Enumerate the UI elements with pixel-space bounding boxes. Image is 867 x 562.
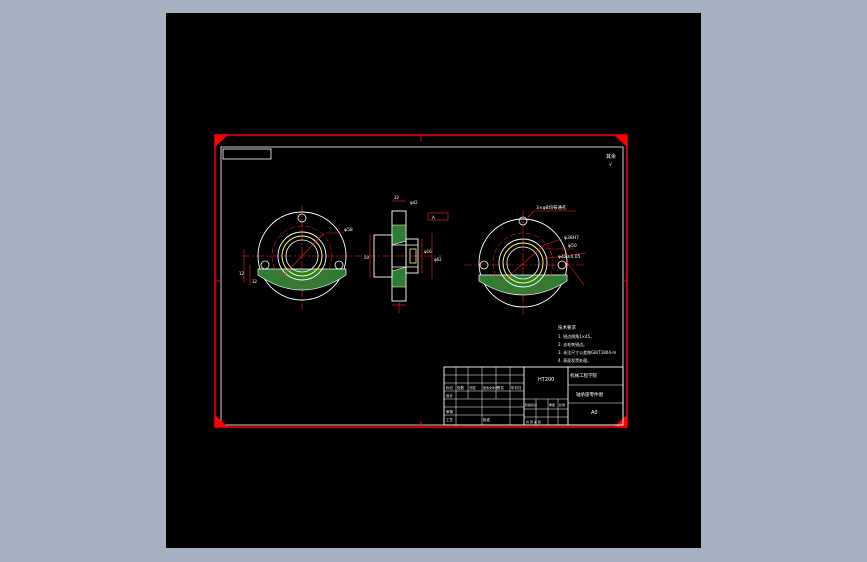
tech-note-4: 4. 表面发黑处理。	[558, 357, 591, 363]
title-col-label-2: 更改文件号	[483, 385, 498, 390]
title-approve: 批准	[483, 417, 491, 422]
title-block: HT200 机械工程学院 轴承座零件图 A0 标记 设计 审核 工艺 处数 分区…	[443, 366, 624, 426]
tech-note-3: 3. 未注尺寸公差按GB/T1804-m	[558, 349, 616, 355]
section-dim-d: 50	[364, 255, 370, 260]
tech-note-1: 1. 锐边倒角1×45。	[558, 333, 594, 339]
datum-frame	[427, 212, 449, 221]
corner-mark-tl	[215, 135, 228, 147]
title-drawing-no: A0	[591, 410, 598, 416]
view-right: 3×φ8均布通孔 φ38H7 φ50 φ42±0.05	[464, 204, 587, 315]
bore-inner-circle	[506, 246, 540, 280]
drawing-canvas[interactable]: 其余 √ φ58 12 32	[166, 13, 701, 548]
bolt-hole-left	[479, 260, 489, 270]
section-hatch-upper	[391, 224, 407, 246]
title-col-label-0: 处数	[457, 385, 465, 390]
right-note-top: 3×φ8均布通孔	[536, 204, 567, 211]
section-datum-a: A	[432, 215, 435, 220]
corner-note-line1: 其余	[606, 153, 616, 160]
right-dim-c: φ42±0.05	[558, 254, 581, 260]
hole-leader	[527, 210, 535, 218]
bolt-hole-right	[557, 260, 567, 270]
corner-mark-br	[614, 415, 627, 427]
section-boss	[405, 238, 419, 274]
tech-notes: 技术要求 1. 锐边倒角1×45。 2. 去毛刺锐边。 3. 未注尺寸公差按GB…	[558, 324, 616, 363]
corner-note-line2: √	[609, 162, 613, 168]
bore-outer-circle	[281, 235, 323, 277]
outer-flange-circle	[257, 211, 347, 301]
cut-section-hatch	[478, 274, 568, 296]
arrow-leader	[565, 260, 585, 286]
section-dim-top: 32	[394, 195, 400, 200]
dim-left-a: 12	[239, 271, 245, 276]
section-dim-flange: φ42	[410, 200, 418, 205]
dim-left-b: 32	[252, 279, 258, 284]
title-col-label-3: 签名	[497, 385, 504, 390]
bolt-hole-top	[297, 213, 307, 223]
bolt-hole-right	[334, 260, 344, 270]
title-weight-label: 重量	[549, 402, 555, 407]
title-row-label-2: 审核	[446, 409, 454, 414]
section-hatch-lower	[391, 266, 407, 288]
title-row-label-0: 标记	[446, 385, 454, 390]
section-keyway	[409, 248, 417, 264]
tech-notes-title: 技术要求	[558, 324, 576, 331]
right-dim-a: φ38H7	[564, 235, 579, 241]
corner-mark-bl	[215, 415, 228, 427]
boss-circle	[498, 238, 548, 288]
dim-diameter-label: φ58	[344, 227, 353, 233]
title-sheet: 共 张 第 张	[526, 419, 541, 424]
bore-inner-circle	[285, 239, 319, 273]
bolt-circle	[492, 232, 554, 294]
title-col-label-4: 年月日	[511, 385, 522, 390]
diameter-leader	[281, 232, 325, 278]
title-stage-label: 阶段标记	[525, 402, 537, 407]
title-part-name: 轴承座零件图	[576, 391, 603, 398]
drawing-code-box	[222, 148, 272, 160]
boss-circle	[277, 231, 327, 281]
bore-leader-ext	[543, 238, 563, 246]
tech-note-2: 2. 去毛刺锐边。	[558, 341, 587, 347]
title-scale-label: 比例	[559, 402, 565, 407]
bolt-hole-left	[260, 260, 270, 270]
title-material: HT200	[538, 377, 554, 383]
bore-outer-circle	[502, 242, 544, 284]
title-row-label-1: 设计	[446, 393, 454, 398]
title-col-label-1: 分区	[469, 385, 477, 390]
bolt-hole-top	[518, 216, 528, 226]
bolt-circle	[271, 225, 333, 287]
bore-leader	[502, 244, 545, 282]
section-dim-b: φ16	[424, 249, 432, 254]
title-school: 机械工程学院	[570, 372, 597, 379]
title-block-frame	[443, 366, 624, 426]
cad-drawing: 其余 √ φ58 12 32	[214, 134, 628, 428]
section-hub	[373, 234, 393, 278]
cut-section-hatch	[257, 268, 347, 291]
right-dim-b: φ50	[568, 243, 577, 249]
section-dim-c: φ62	[434, 257, 442, 262]
view-section: 32 φ42 A φ16 φ62 50	[364, 195, 449, 313]
outer-flange-circle	[478, 218, 568, 308]
view-left: φ58 12 32	[239, 205, 362, 309]
inner-frame	[220, 146, 624, 426]
title-row-label-3: 工艺	[446, 417, 454, 422]
dim-c-leader	[541, 252, 587, 260]
corner-mark-tr	[614, 135, 627, 147]
